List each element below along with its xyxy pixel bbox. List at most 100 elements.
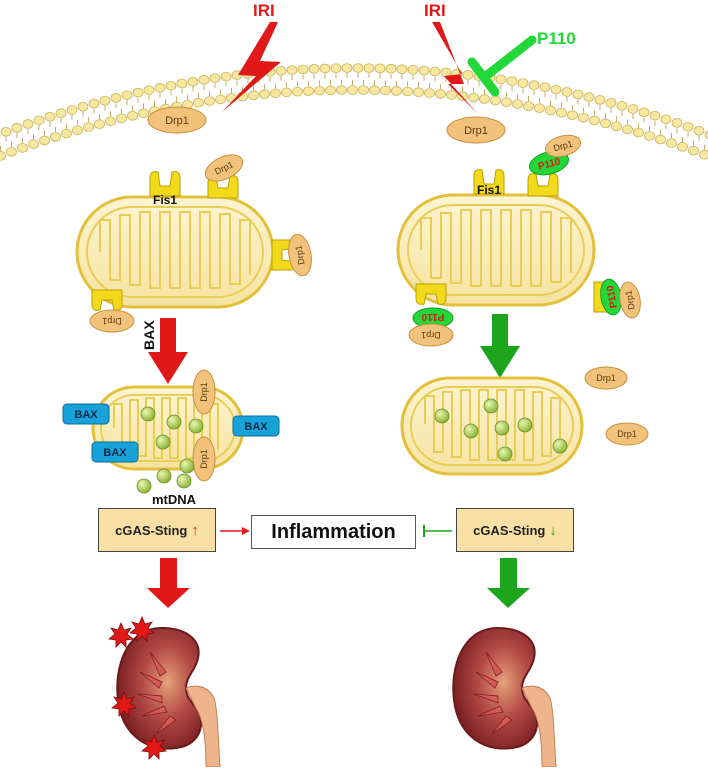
lipid-head: [133, 88, 143, 97]
lipid-head: [689, 146, 699, 155]
lipid-head: [18, 143, 28, 152]
lipid-head: [661, 115, 671, 124]
lipid-head: [194, 98, 204, 107]
lipid-head: [95, 120, 105, 129]
lipid-head: [1, 127, 11, 136]
drp1-on-fragment-bottom: Drp1: [193, 437, 215, 481]
lipid-head: [249, 91, 259, 100]
cell-membrane: [0, 64, 708, 164]
lipid-head: [260, 90, 270, 99]
lipid-head: [359, 86, 369, 95]
down-arrow-icon: ↓: [549, 522, 557, 539]
lipid-head: [67, 105, 77, 114]
receptor-drp1-left-top: Drp1: [201, 150, 247, 198]
lipid-head: [678, 142, 688, 151]
lipid-head: [309, 64, 319, 73]
kidney-injured: [109, 617, 220, 767]
drp1-free-right-low: Drp1: [606, 423, 648, 445]
lipid-head: [23, 120, 33, 129]
lipid-head: [177, 79, 187, 88]
lipid-head: [117, 114, 127, 123]
lipid-head: [606, 98, 616, 107]
drp1-free-right-mid: Drp1: [585, 367, 627, 389]
lipid-head: [304, 87, 314, 96]
lipid-head: [100, 96, 110, 105]
cgas-sting-box-right: cGAS-Sting ↓: [456, 508, 574, 552]
lipid-head: [612, 122, 622, 131]
lipid-head: [139, 109, 149, 118]
lipid-head: [425, 89, 435, 98]
lipid-head: [529, 81, 539, 90]
bax-arrow-label: BAX: [141, 320, 157, 350]
lipid-head: [216, 95, 226, 104]
drp1-label: Drp1: [199, 449, 209, 469]
lipid-head: [546, 106, 556, 115]
lipid-head: [287, 66, 297, 75]
p110-label: P110: [421, 311, 444, 322]
lipid-head: [12, 123, 22, 132]
lipid-head: [551, 85, 561, 94]
arrow-green-to-kidney: [487, 558, 530, 608]
lipid-head: [106, 117, 116, 126]
mitochondrion-right-healthy: [402, 378, 582, 474]
lipid-head: [397, 65, 407, 74]
drp1-label: Drp1: [596, 373, 616, 383]
lipid-head: [540, 83, 550, 92]
lipid-head: [408, 65, 418, 74]
receptor-drp1-left-right: Drp1: [272, 232, 314, 277]
arrow-red-to-kidney: [147, 558, 190, 608]
lipid-head: [667, 139, 677, 148]
lipid-head: [84, 123, 94, 132]
lipid-head: [656, 135, 666, 144]
iri-label-left: IRI: [253, 1, 275, 20]
drp1-label: Drp1: [199, 382, 209, 402]
lipid-head: [166, 81, 176, 90]
lipid-head: [590, 116, 600, 125]
fis1-receptor-left: Fis1: [150, 172, 180, 207]
lipid-head: [326, 86, 336, 95]
lipid-head: [436, 90, 446, 99]
lipid-head: [0, 151, 6, 160]
lipid-head: [89, 99, 99, 108]
lipid-head: [700, 150, 708, 159]
lipid-head: [370, 86, 380, 95]
drp1-label: Drp1: [421, 330, 441, 340]
bax-protein-2: BAX: [92, 442, 138, 462]
lipid-head: [639, 108, 649, 117]
lipid-head: [78, 102, 88, 111]
cgas-sting-label: cGAS-Sting: [115, 523, 187, 538]
lipid-head: [601, 119, 611, 128]
lipid-head: [463, 70, 473, 79]
lipid-head: [348, 86, 358, 95]
arrow-green-protected: [480, 314, 520, 378]
cgas-sting-box-left: cGAS-Sting ↑: [98, 508, 216, 552]
lipid-head: [447, 91, 457, 100]
lipid-head: [403, 87, 413, 96]
lipid-head: [342, 64, 352, 73]
lipid-head: [40, 136, 50, 145]
drp1-on-fragment-top: Drp1: [193, 370, 215, 414]
lipid-head: [45, 112, 55, 121]
lipid-head: [320, 64, 330, 73]
bax-label: BAX: [74, 409, 98, 421]
lipid-head: [518, 79, 528, 88]
lipid-head: [364, 64, 374, 73]
lipid-head: [29, 140, 39, 149]
fis1-label: Fis1: [153, 193, 177, 207]
lipid-head: [221, 72, 231, 81]
bax-label: BAX: [103, 447, 127, 459]
lipid-head: [353, 64, 363, 73]
lipid-head: [414, 88, 424, 97]
inhibit-line-right: [424, 525, 452, 537]
lipid-head: [430, 67, 440, 76]
drp1-label: Drp1: [617, 429, 637, 439]
bax-label: BAX: [244, 421, 268, 433]
lipid-head: [683, 122, 693, 131]
lipid-head: [595, 95, 605, 104]
drp1-label: Drp1: [165, 115, 189, 127]
lipid-head: [513, 100, 523, 109]
lipid-head: [7, 147, 17, 156]
lipid-head: [128, 111, 138, 120]
